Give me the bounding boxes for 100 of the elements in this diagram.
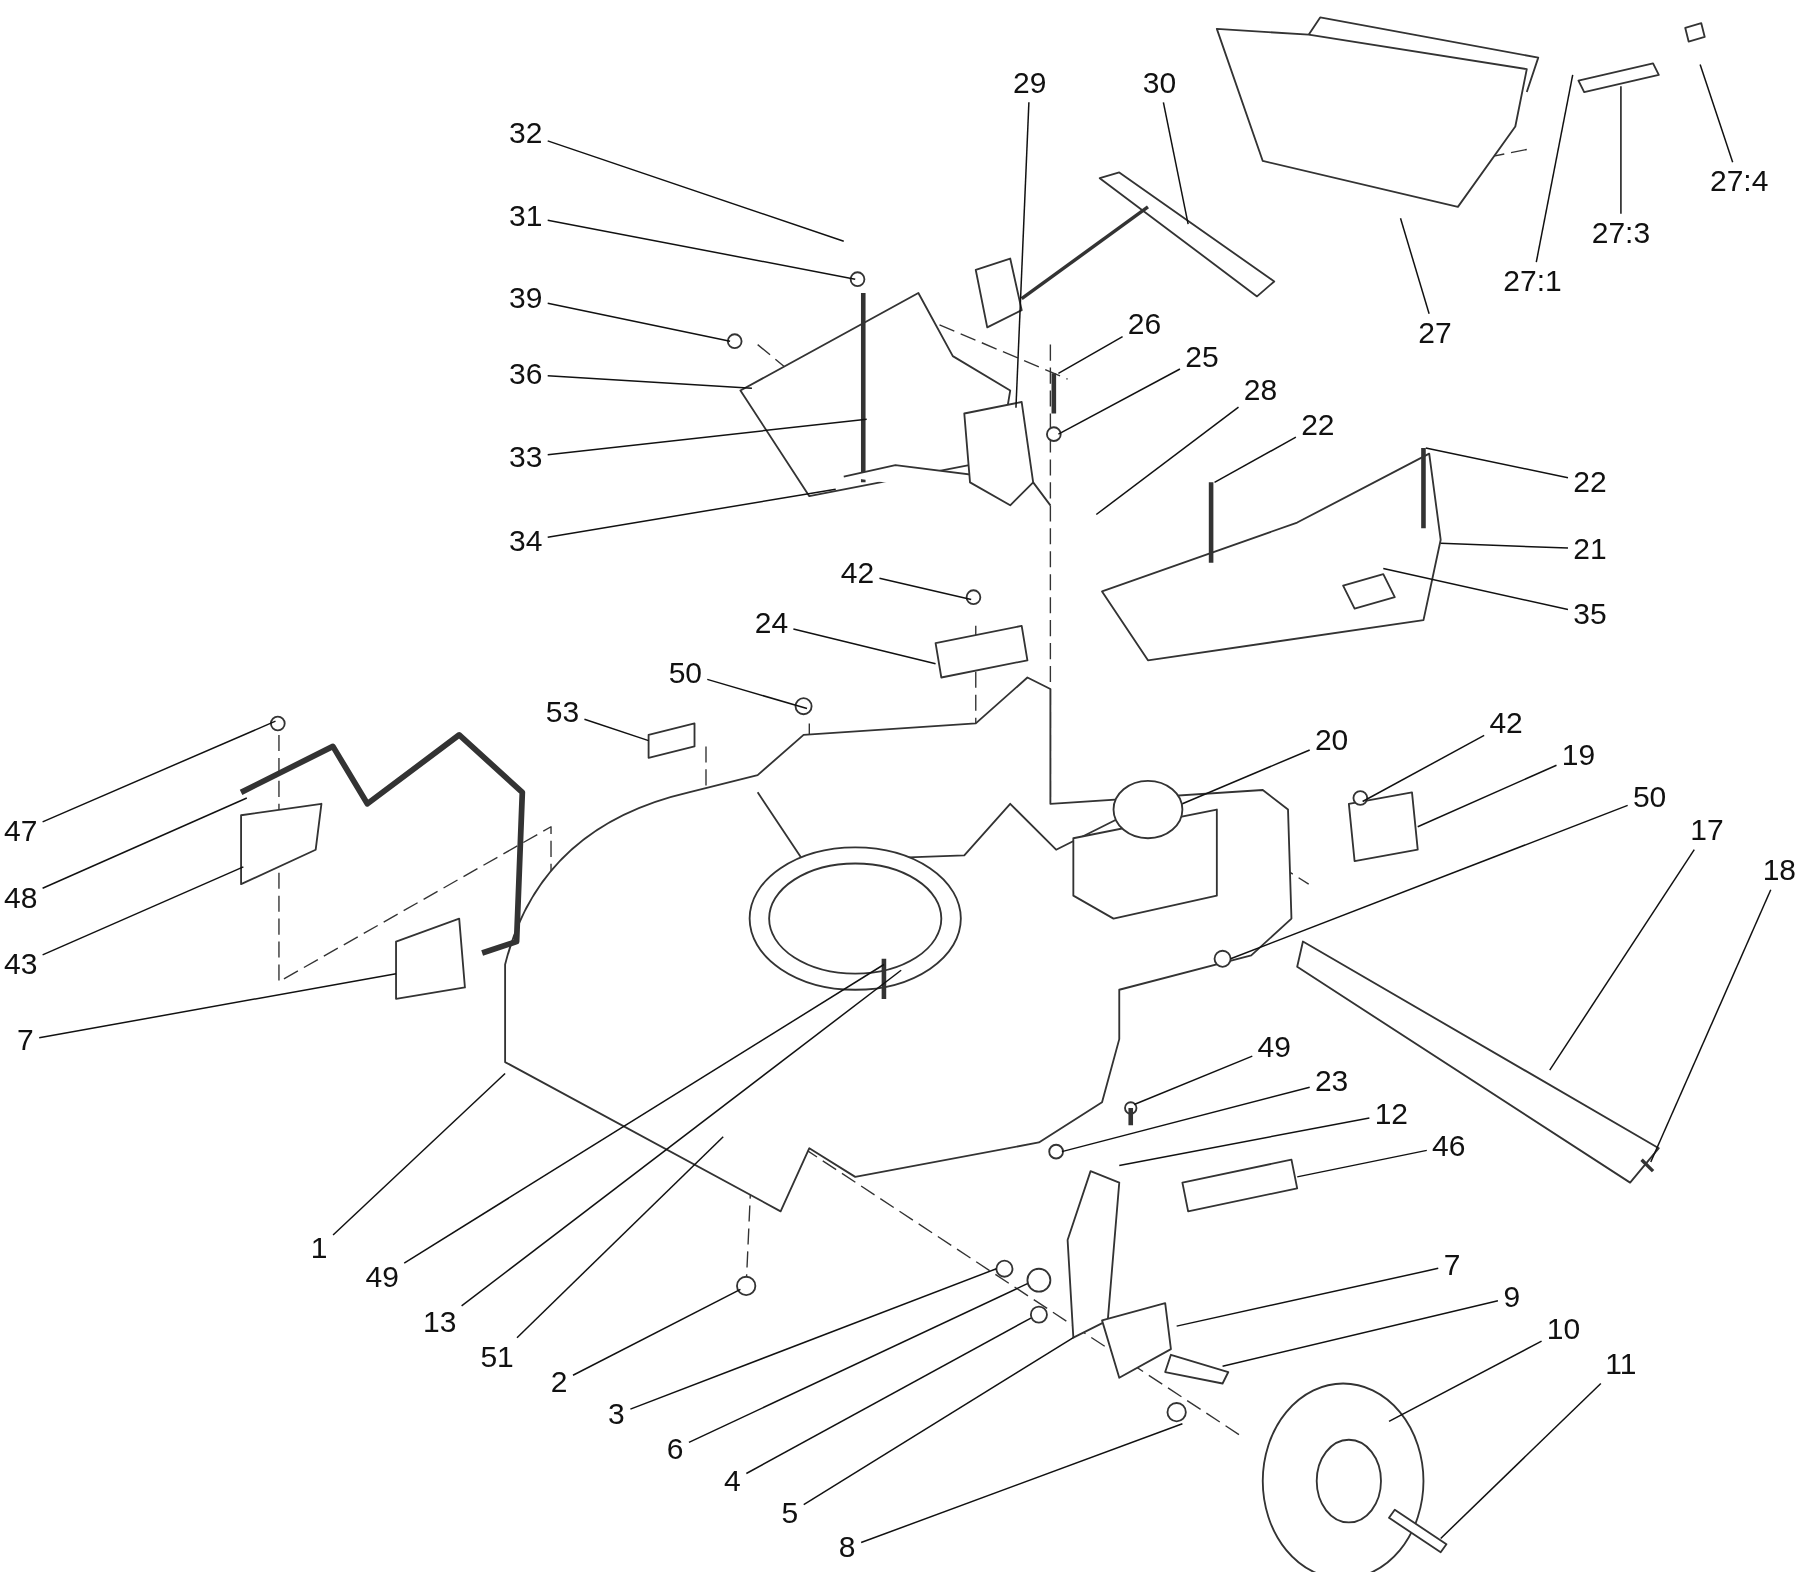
leader-line	[38, 972, 397, 1039]
callout-number: 22	[1299, 408, 1337, 441]
leader-line	[546, 302, 731, 342]
callout-number: 31	[507, 199, 545, 232]
callout-number: 51	[478, 1340, 516, 1373]
callout-number: 42	[1487, 707, 1525, 740]
callout-number: 18	[1760, 854, 1798, 887]
callout-number: 50	[1630, 780, 1669, 813]
leader-line	[860, 1422, 1184, 1544]
leader-line	[1382, 567, 1569, 611]
callout-number: 26	[1125, 307, 1164, 340]
callout-number: 7	[14, 1024, 36, 1057]
leader-line	[1388, 1340, 1543, 1423]
leader-line	[546, 488, 837, 538]
callout-number: 4	[722, 1464, 743, 1497]
leader-line	[745, 1317, 1032, 1475]
leader-line	[1181, 749, 1311, 805]
callout-number: 7	[1441, 1249, 1463, 1282]
leader-line	[1118, 1117, 1371, 1167]
callout-number: 1	[308, 1231, 330, 1264]
callout-number: 24	[752, 607, 791, 640]
callout-number: 3	[606, 1398, 627, 1431]
callout-number: 11	[1603, 1347, 1639, 1380]
callout-number: 32	[507, 117, 545, 150]
callout-number: 6	[664, 1432, 686, 1465]
callout-number: 27:1	[1501, 265, 1564, 298]
leader-line	[41, 797, 248, 889]
leader-line	[1133, 1055, 1254, 1106]
leader-line	[546, 140, 845, 243]
leader-line	[403, 963, 885, 1264]
leader-line	[583, 718, 650, 742]
leader-line	[572, 1288, 742, 1376]
callout-number: 47	[1, 815, 40, 848]
leader-line	[1699, 63, 1734, 163]
leader-line	[629, 1267, 998, 1410]
callout-number: 50	[666, 656, 704, 689]
leader-line	[1221, 1300, 1499, 1368]
callout-number: 21	[1571, 532, 1609, 565]
leader-line	[546, 375, 753, 389]
callout-number: 48	[1, 881, 40, 914]
leader-line	[1015, 101, 1030, 409]
leader-line	[516, 1135, 724, 1339]
leader-line	[1650, 889, 1772, 1163]
callout-number: 46	[1430, 1129, 1468, 1162]
callout-number: 10	[1544, 1313, 1583, 1346]
callout-number: 53	[543, 695, 582, 728]
leader-line	[688, 1282, 1029, 1444]
callout-number: 5	[779, 1497, 801, 1529]
leader-line	[1620, 85, 1622, 215]
callout-number: 35	[1571, 598, 1609, 631]
leader-line	[1439, 542, 1569, 549]
leader-line	[1417, 764, 1558, 828]
leader-line	[1057, 368, 1181, 435]
callout-number: 49	[1255, 1030, 1293, 1063]
leader-line	[1439, 1382, 1602, 1540]
leader-line	[1549, 848, 1695, 1071]
leader-line	[546, 219, 856, 280]
leader-line	[1361, 734, 1485, 803]
leader-line	[1535, 74, 1574, 263]
leader-line	[792, 628, 937, 665]
leader-line	[1213, 436, 1297, 484]
callout-number: 9	[1501, 1281, 1523, 1314]
leader-line	[460, 969, 902, 1307]
leader-line	[803, 1336, 1075, 1506]
callout-number: 27:4	[1707, 165, 1771, 198]
leader-line	[546, 418, 868, 456]
leader-line	[41, 720, 277, 823]
callout-number: 13	[420, 1306, 459, 1339]
leader-line	[332, 1072, 506, 1236]
leader-line	[41, 866, 245, 956]
callout-number: 30	[1140, 66, 1179, 99]
leader-line	[706, 678, 808, 710]
callout-number: 36	[507, 358, 545, 391]
leader-line	[1162, 101, 1189, 225]
callout-number: 20	[1312, 724, 1351, 757]
callout-number: 12	[1372, 1097, 1410, 1130]
callout-number: 49	[363, 1260, 401, 1293]
callout-number: 17	[1688, 813, 1726, 846]
leader-line	[1296, 1149, 1428, 1178]
callout-number: 39	[507, 282, 545, 315]
callout-number: 25	[1183, 341, 1221, 373]
callout-number: 43	[1, 948, 40, 981]
leader-line	[1061, 1086, 1311, 1153]
callout-number: 19	[1559, 739, 1598, 772]
callout-number: 34	[507, 524, 545, 557]
leader-line	[1057, 335, 1124, 375]
leader-line	[1175, 1267, 1439, 1327]
callout-number: 42	[838, 556, 877, 589]
callout-number: 27	[1416, 316, 1454, 349]
callout-number: 28	[1241, 374, 1280, 407]
callout-number: 23	[1312, 1065, 1351, 1098]
callout-number: 27:3	[1589, 217, 1653, 250]
callout-number: 33	[507, 440, 545, 473]
leader-line	[1229, 804, 1629, 960]
leader-line	[1095, 406, 1240, 516]
leader-line	[878, 577, 972, 601]
leader-line	[1399, 217, 1430, 315]
leader-line	[1425, 447, 1569, 479]
callout-number: 29	[1011, 66, 1049, 99]
callout-number: 22	[1571, 466, 1609, 499]
